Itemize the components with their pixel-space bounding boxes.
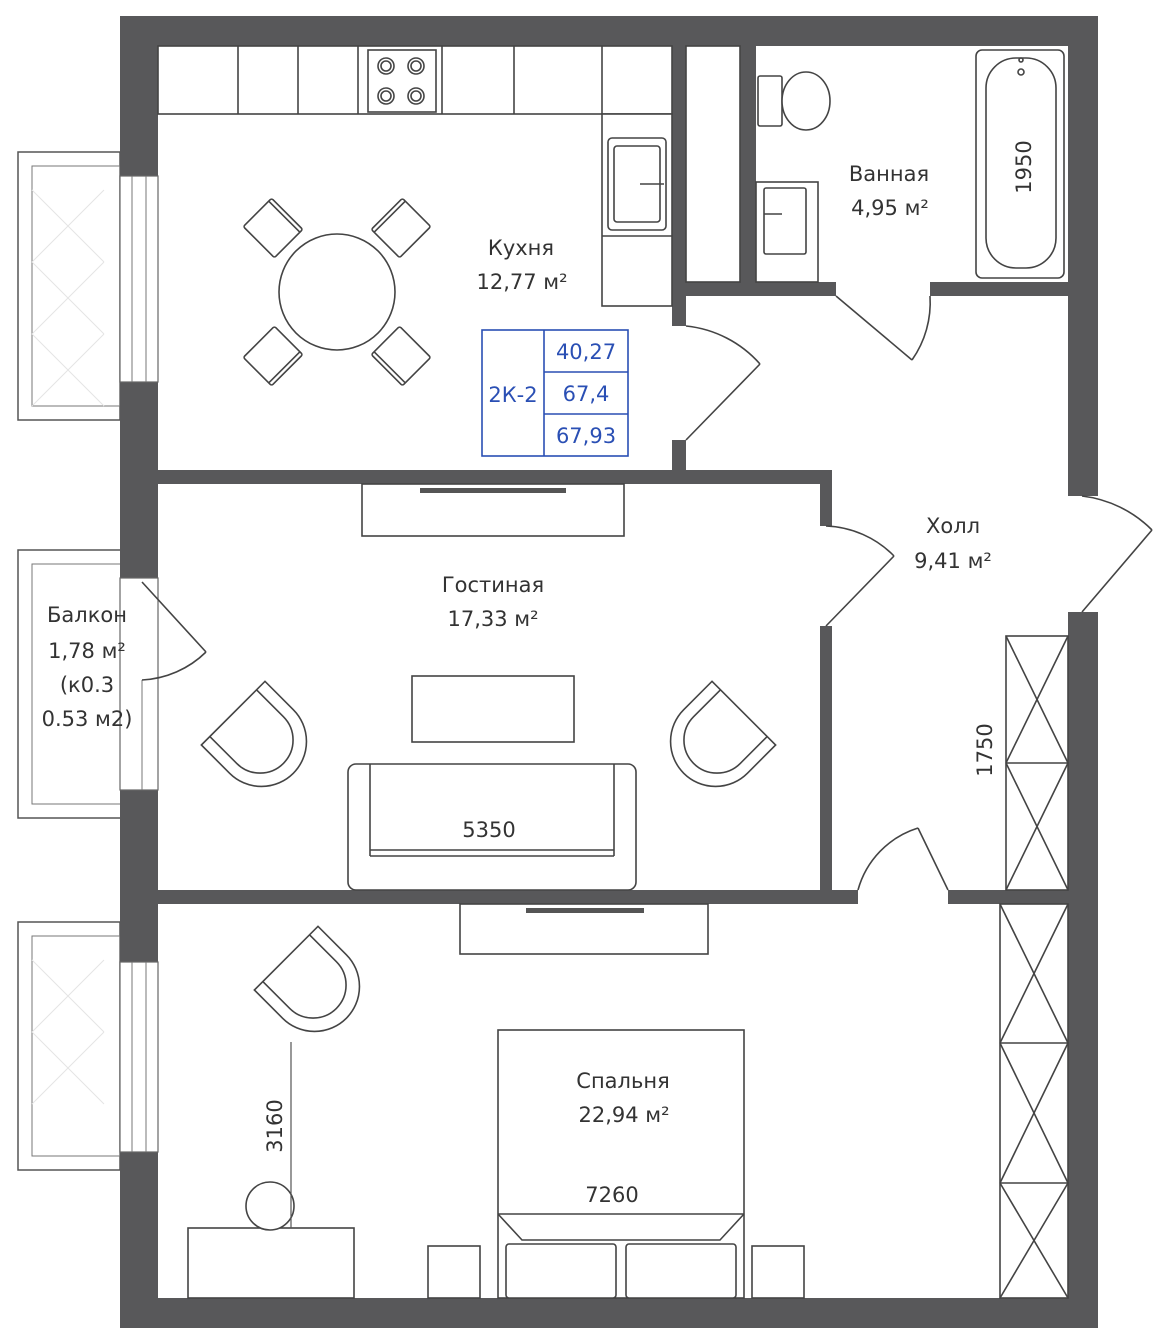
living-name: Гостиная bbox=[442, 573, 544, 597]
dim-bedroom-width: 7260 bbox=[585, 1183, 638, 1207]
living-area: 17,33 м² bbox=[447, 607, 538, 631]
balcony-top bbox=[17, 151, 134, 421]
dining-table bbox=[243, 198, 431, 386]
nightstands bbox=[427, 1245, 805, 1299]
kitchen-area: 12,77 м² bbox=[476, 270, 567, 294]
tag-total-area: 67,4 bbox=[563, 382, 610, 406]
balcony-coef-line1: (к0.3 bbox=[60, 673, 114, 697]
bedroom-area: 22,94 м² bbox=[578, 1103, 669, 1127]
dim-bath-length: 1950 bbox=[1012, 140, 1036, 193]
tag-total-with-balcony: 67,93 bbox=[556, 424, 616, 448]
apartment-tag: 2К-2 40,27 67,4 67,93 bbox=[481, 329, 629, 457]
tag-code: 2К-2 bbox=[488, 383, 537, 407]
armchair-right bbox=[669, 680, 777, 788]
balcony-bottom bbox=[17, 921, 121, 1171]
bed bbox=[497, 1029, 745, 1299]
armchair-left bbox=[200, 680, 308, 788]
hall-wardrobe bbox=[1005, 635, 1069, 891]
kitchen-sink-icon bbox=[607, 137, 667, 231]
desk bbox=[187, 1181, 355, 1299]
bedroom-wardrobe bbox=[999, 903, 1069, 1299]
coffee-table bbox=[411, 675, 575, 743]
kitchen-name: Кухня bbox=[488, 236, 554, 260]
bedroom-tv-stand bbox=[459, 903, 709, 955]
tag-living-area: 40,27 bbox=[556, 340, 616, 364]
toilet-icon bbox=[757, 71, 831, 131]
corridor-cabinet bbox=[685, 45, 741, 283]
dim-hall-wardrobe: 1750 bbox=[973, 723, 997, 776]
bathroom-name: Ванная bbox=[849, 162, 929, 186]
doors bbox=[141, 295, 1153, 891]
balcony-area: 1,78 м² bbox=[48, 639, 126, 663]
sofa bbox=[347, 763, 637, 891]
stove-icon bbox=[367, 49, 437, 113]
hall-area: 9,41 м² bbox=[914, 549, 992, 573]
balcony-coef-line2: 0.53 м2) bbox=[42, 707, 133, 731]
dim-bedroom-depth: 3160 bbox=[263, 1099, 287, 1152]
bedroom-name: Спальня bbox=[576, 1069, 669, 1093]
dim-living-width: 5350 bbox=[462, 818, 515, 842]
bedroom-armchair bbox=[253, 925, 361, 1033]
walls bbox=[119, 16, 1098, 1328]
balcony-name: Балкон bbox=[47, 603, 127, 627]
hall-name: Холл bbox=[926, 514, 980, 538]
bathroom-area: 4,95 м² bbox=[851, 196, 929, 220]
bathroom-sink-icon bbox=[755, 181, 819, 283]
bathtub-icon bbox=[975, 49, 1065, 279]
tv-stand bbox=[361, 483, 625, 537]
